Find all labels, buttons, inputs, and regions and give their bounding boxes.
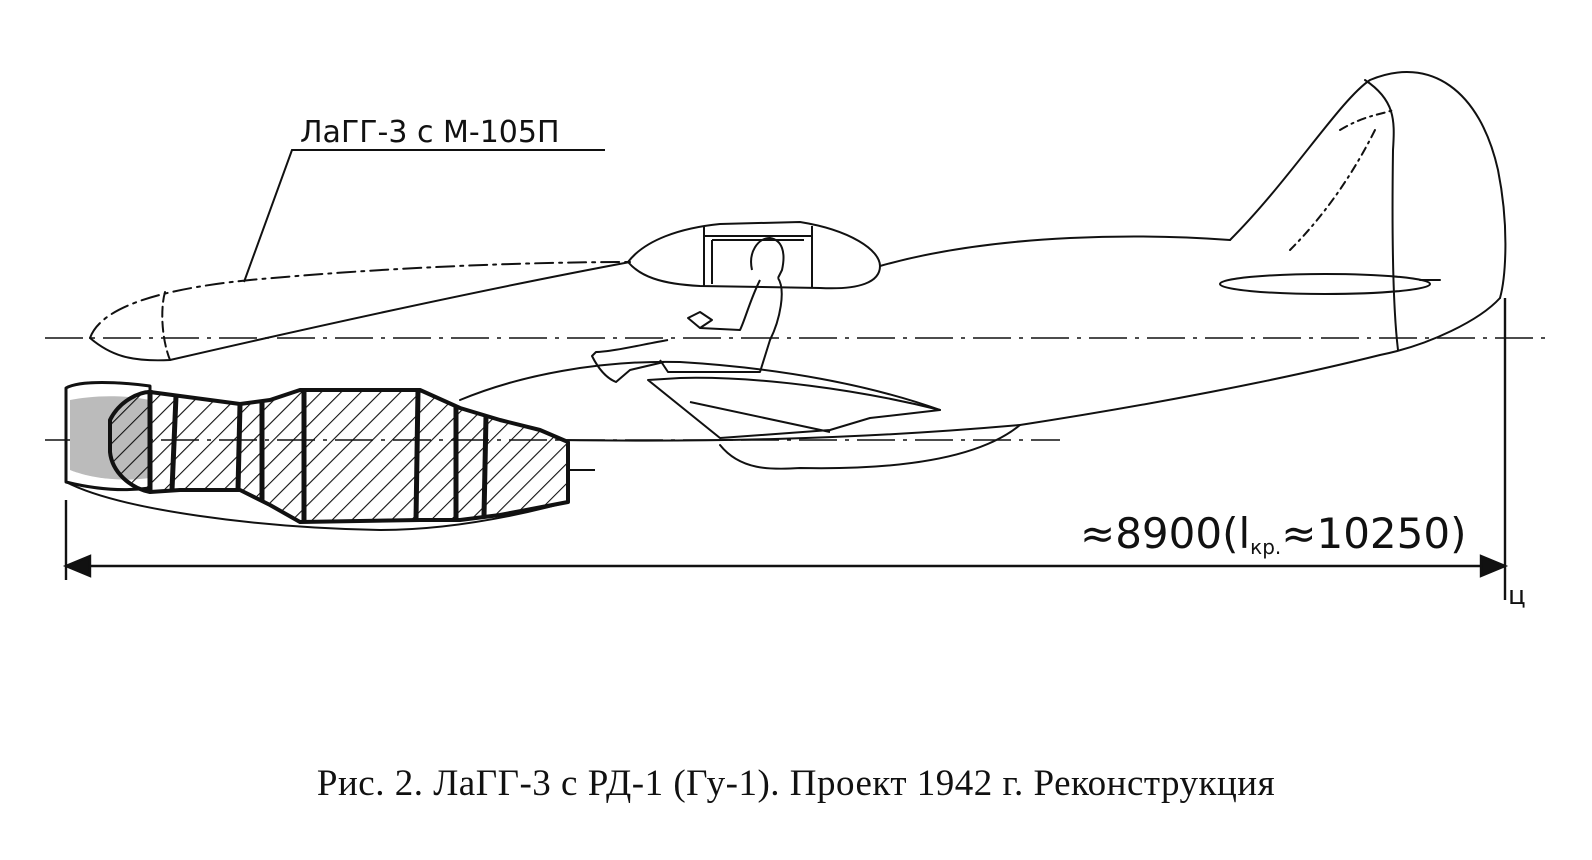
- engine-core: [108, 388, 570, 524]
- dimension-l-symbol: l: [1238, 509, 1250, 558]
- tailplane: [1219, 273, 1431, 295]
- dim-arrow-right: [1479, 554, 1509, 578]
- rd1-engine: [64, 381, 595, 531]
- overall-length-dimension: [62, 298, 1509, 600]
- cockpit-lower-line: [459, 360, 941, 411]
- leader-line: [243, 149, 605, 283]
- datum-mark: ц: [1508, 581, 1526, 611]
- wing-outline: [647, 376, 941, 439]
- belly: [559, 424, 1021, 442]
- canopy-outline: [627, 221, 881, 290]
- dimension-suffix: ≈10250): [1281, 509, 1466, 558]
- fin: [1229, 71, 1507, 299]
- rudder-hinge: [1364, 79, 1399, 351]
- rudder-trim-line: [1339, 109, 1394, 131]
- pilot-torso: [659, 277, 783, 373]
- dim-arrow-left: [62, 554, 92, 578]
- leader-label: ЛаГГ-3 с М-105П: [300, 115, 560, 150]
- nose-lower: [89, 261, 631, 362]
- fuselage: [89, 71, 1507, 470]
- wing-aux: [689, 401, 831, 433]
- nose-section-line: [161, 291, 171, 361]
- engine-frames: [147, 389, 489, 521]
- pilot-legs: [591, 339, 669, 383]
- windscreen-frame: [703, 226, 813, 288]
- dimension-label: ≈8900(lкр.≈10250): [1080, 509, 1466, 559]
- pilot-figure: [591, 237, 785, 383]
- rudder-aux-line: [1289, 129, 1376, 251]
- engine-lower-fairing: [65, 481, 569, 531]
- centerlines: [45, 337, 1550, 441]
- pilot-back: [699, 279, 761, 331]
- figure-caption: Рис. 2. ЛаГГ-3 с РД-1 (Гу-1). Проект 194…: [316, 763, 1276, 804]
- canopy: [627, 221, 881, 290]
- pilot-hands: [687, 311, 713, 329]
- tail-lower: [1019, 297, 1501, 426]
- label-leader: [243, 149, 605, 283]
- fuselage-spine: [879, 235, 1231, 267]
- original-nose-upper: [89, 261, 631, 339]
- pilot-head: [750, 237, 785, 279]
- dimension-prefix: ≈8900(: [1080, 509, 1238, 558]
- wing: [647, 376, 941, 439]
- wing-root-fairing: [719, 424, 1021, 470]
- dimension-subscript: кр.: [1250, 535, 1281, 559]
